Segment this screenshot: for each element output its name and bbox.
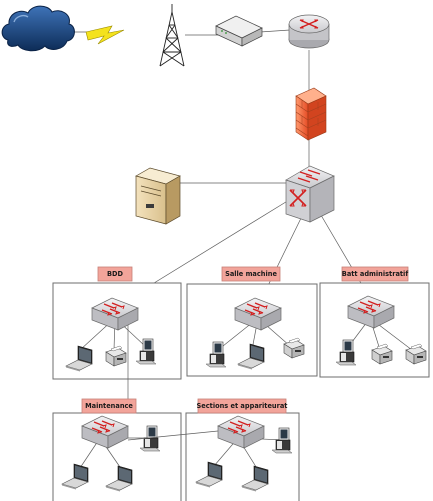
zone-sections-tag: [197, 398, 287, 414]
server-icon: [135, 167, 181, 225]
zone-maintenance: Maintenance: [52, 398, 182, 501]
link-modem-router: [259, 29, 291, 33]
zone-maintenance-tag: [81, 398, 137, 414]
zone-salle-machine: Salle machine: [186, 266, 318, 377]
zone-bdd-label: BDD: [107, 270, 123, 278]
zone-salle-machine-tag: [221, 266, 281, 282]
antenna-tower-icon: [159, 4, 185, 67]
zone-sections-label: Sections et appariteurat: [197, 402, 288, 410]
modem-icon: [215, 15, 263, 47]
zone-batt-administratif-label: Batt administratif: [342, 270, 409, 278]
zone-bdd: BDD: [52, 266, 182, 408]
router-icon: [288, 14, 330, 49]
lightning-icon: [85, 25, 125, 45]
firewall-icon: [295, 87, 327, 141]
zone-batt-administratif: Batt administratif: [319, 266, 430, 378]
zone-sections: Sections et appariteurat: [127, 398, 300, 501]
zone-salle-machine-label: Salle machine: [225, 270, 277, 278]
cloud-icon: [1, 5, 75, 52]
core-switch-icon: [285, 165, 335, 223]
zone-batt-administratif-tag: [341, 266, 409, 282]
zone-maintenance-label: Maintenance: [85, 402, 133, 410]
zone-bdd-tag: [97, 266, 133, 282]
